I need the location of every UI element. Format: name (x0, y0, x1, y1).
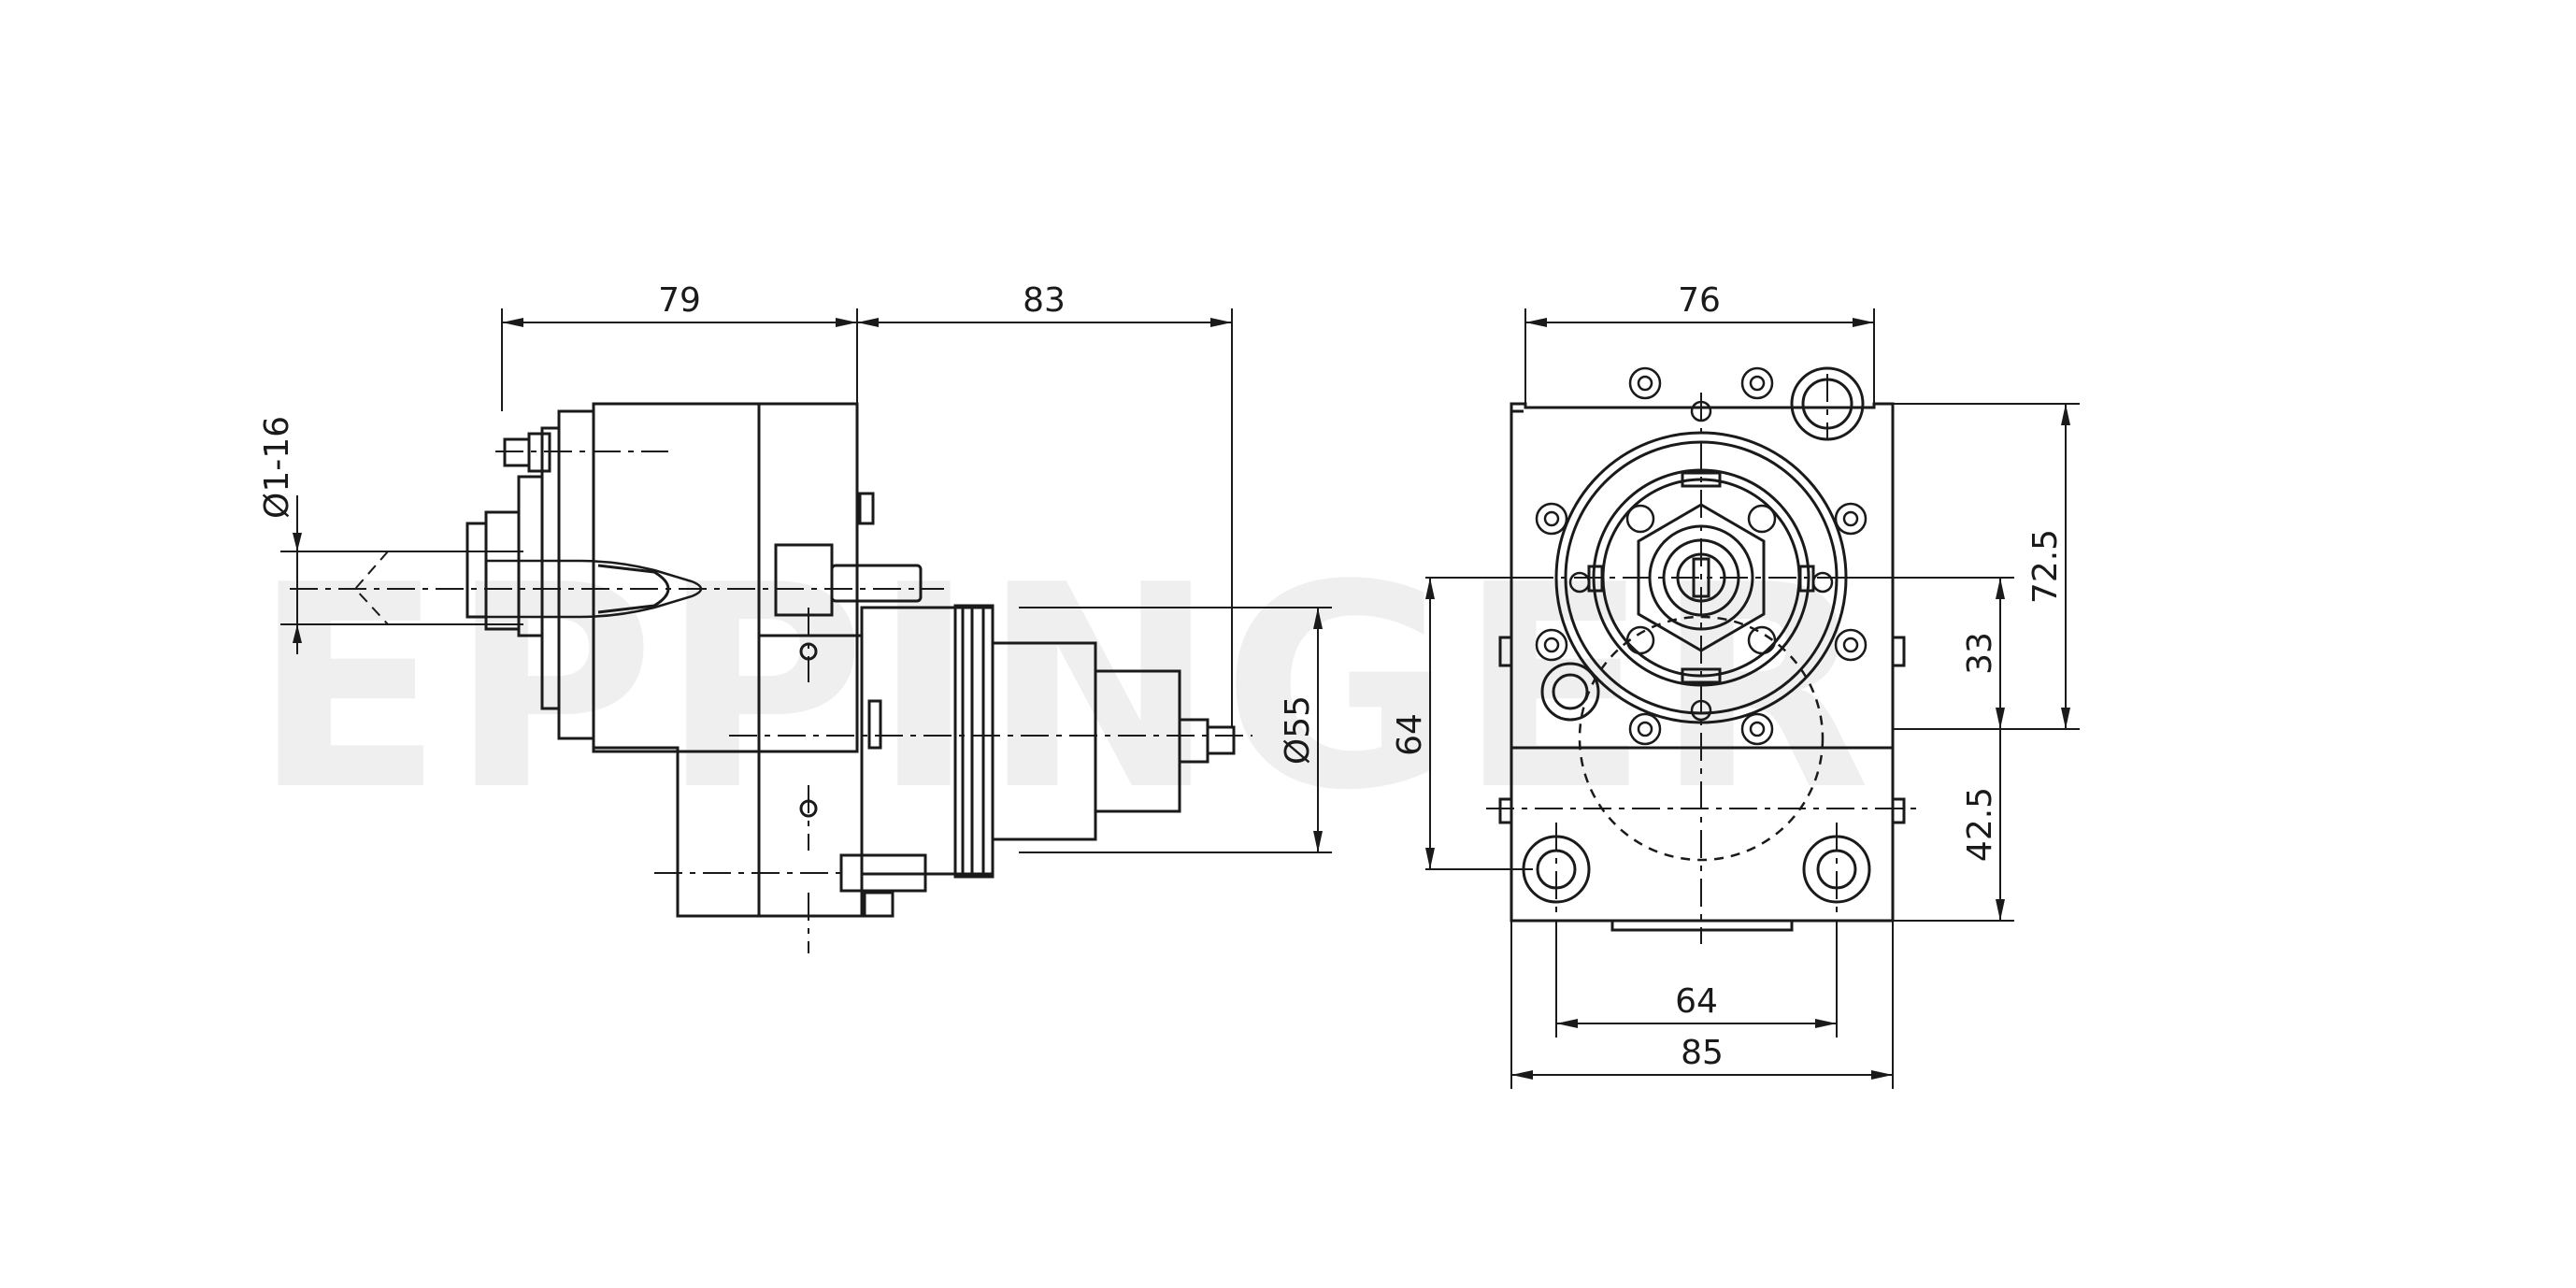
dim-33: 33 (1961, 632, 1999, 675)
side-view-centerlines (290, 451, 1252, 953)
dim-body-diameter: Ø55 (1279, 695, 1317, 765)
dim-collet-range: Ø1-16 (258, 416, 296, 519)
dim-64-horizontal: 64 (1675, 982, 1718, 1021)
corner-screw-left (1540, 662, 1600, 722)
dim-72-5: 72.5 (2026, 529, 2065, 604)
dim-85: 85 (1681, 1034, 1724, 1072)
front-view-centerlines (1477, 374, 1925, 953)
drive-tip (1206, 725, 1236, 755)
watermark-text: EPPINGER (252, 525, 1877, 852)
front-bolt-holes (1535, 366, 1868, 746)
hidden-drive-circle (1578, 615, 1825, 862)
dim-42-5: 42.5 (1961, 787, 1999, 862)
dim-76: 76 (1678, 281, 1721, 320)
dim-64-vertical: 64 (1391, 713, 1429, 756)
dim-79: 79 (658, 281, 701, 320)
front-view-dimensions (1425, 308, 2080, 1089)
collet-bore-hidden (353, 551, 467, 625)
side-view (465, 402, 1236, 918)
side-view-dimensions (280, 308, 1332, 853)
dim-83: 83 (1023, 281, 1066, 320)
